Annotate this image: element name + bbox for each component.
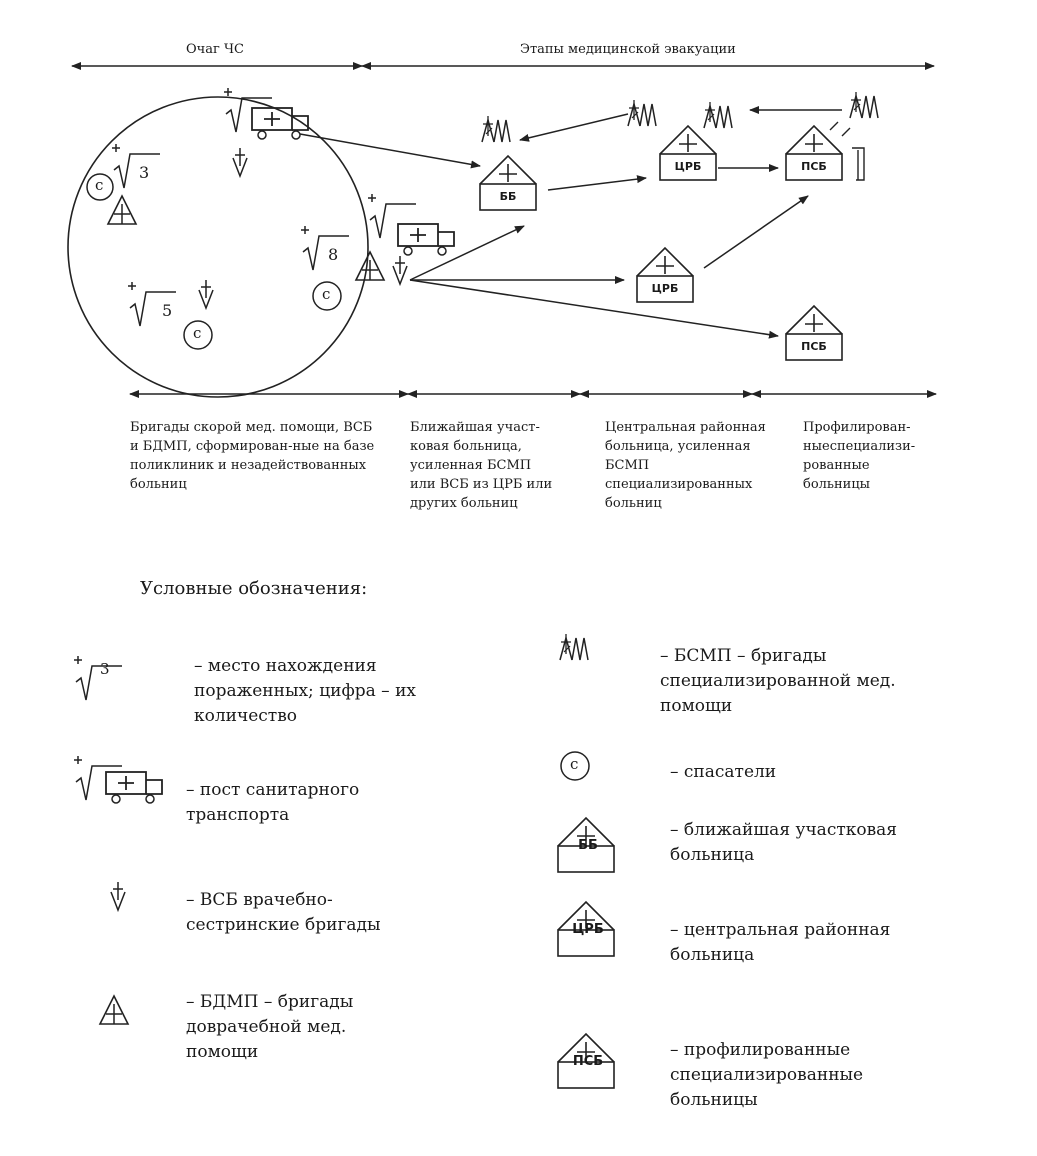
hospital-psb-label: ПСБ: [801, 160, 827, 173]
victim-count-3: 3: [139, 163, 150, 182]
band-text-psb: Профилирован-ныеспециализи-рованные боль…: [803, 420, 916, 492]
hospital-crb-label: ЦРБ: [651, 282, 679, 295]
evacuation-arrows: [299, 106, 842, 339]
legend-text-bb: – ближайшая участковая больница: [670, 820, 898, 865]
victim-count-5: 5: [162, 301, 173, 320]
rescuer-letter: с: [95, 176, 104, 194]
band-text-crb: Центральная районная больница, усиленная…: [605, 420, 766, 511]
legend-psb-label: ПСБ: [572, 1054, 604, 1069]
hospital-bb-label: ББ: [499, 190, 517, 203]
legend-icon-victims: [73, 655, 123, 701]
legend-text-psb: – профилированные специализированные бол…: [670, 1040, 864, 1110]
legend-icon-bsmp: [559, 633, 589, 661]
hospital-psb-label: ПСБ: [801, 340, 827, 353]
band-text-zone: Бригады скорой мед. помощи, ВСБ и БДМП, …: [130, 420, 375, 492]
transport-post: [355, 193, 455, 285]
hospital-psb-top: [785, 121, 865, 181]
legend-text-transport: – пост санитарного транспорта: [186, 780, 360, 825]
victims-group-bottom: [127, 279, 214, 350]
legend-text-victims: – место нахождения пораженных; цифра – и…: [194, 656, 417, 726]
legend-bb-label: ББ: [578, 838, 598, 853]
rescuer-letter: с: [193, 324, 202, 342]
stages-label: Этапы медицинской эвакуации: [520, 42, 736, 57]
legend-rescuer-letter: с: [570, 755, 579, 773]
hospital-crb-label: ЦРБ: [674, 160, 702, 173]
legend-icon-transport: [73, 755, 163, 804]
legend-title: Условные обозначения:: [140, 578, 368, 599]
legend-text-bdmp: – БДМП – бригады доврачебной мед. помощи: [186, 992, 354, 1062]
disaster-zone-circle: [67, 96, 369, 398]
legend-crb-label: ЦРБ: [572, 922, 604, 937]
victims-group-right: [300, 225, 350, 311]
band-text-bb: Ближайшая участ-ковая больница, усиленна…: [410, 420, 553, 511]
legend-icon-bdmp: [99, 995, 129, 1025]
rescuer-letter: с: [322, 285, 331, 303]
victim-count-8: 8: [328, 245, 339, 264]
legend-icon-rescuers: [560, 751, 590, 781]
victims-group-top: [223, 87, 309, 177]
legend-text-rescuers: – спасатели: [670, 762, 777, 782]
legend-text-crb: – центральная районная больница: [670, 920, 891, 965]
legend-text-vsb: – ВСБ врачебно-сестринские бригады: [186, 890, 381, 935]
legend-text-bsmp: – БСМП – бригады специализированной мед.…: [660, 646, 896, 716]
victims-group-left: [86, 143, 161, 225]
legend-icon-vsb: [110, 881, 126, 911]
legend-icon-count: 3: [100, 660, 110, 678]
zone-label: Очаг ЧС: [186, 42, 244, 57]
